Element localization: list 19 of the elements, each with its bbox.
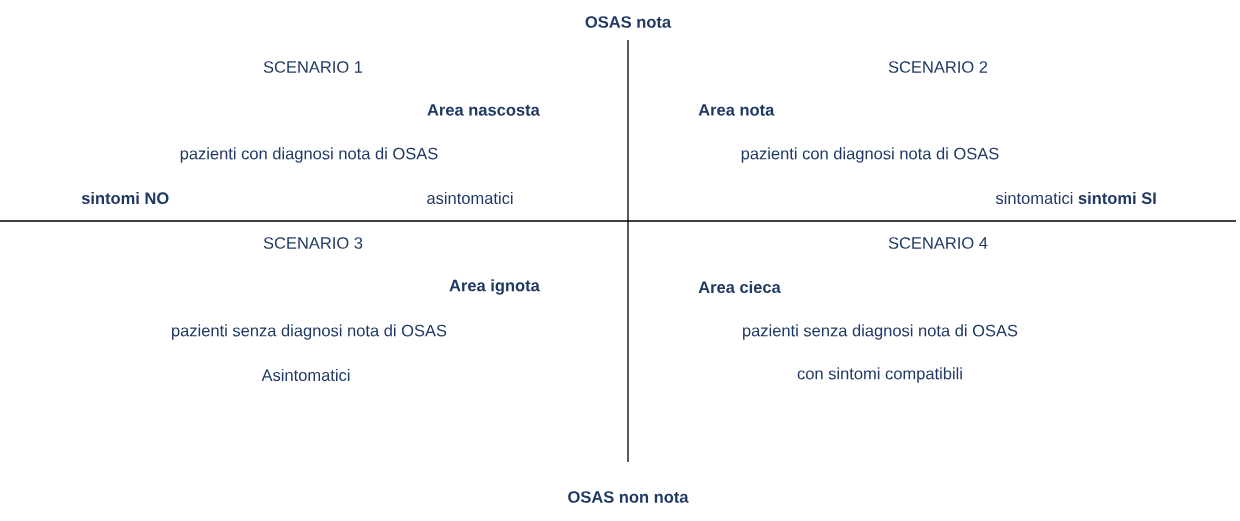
scenario-heading: SCENARIO 2 [888, 61, 988, 73]
description-text: con sintomi compatibili [797, 367, 962, 383]
description-text: pazienti con diagnosi nota di OSAS [741, 147, 999, 163]
axis-label: OSAS nota [585, 16, 672, 28]
symptom-label: Asintomatici [261, 368, 350, 382]
description-text: pazienti con diagnosi nota di OSAS [180, 147, 438, 163]
scenario-heading: SCENARIO 4 [888, 237, 988, 249]
symptom-label: sintomatici sintomi SI [995, 191, 1156, 205]
area-title: Area cieca [698, 280, 781, 294]
description-text: pazienti senza diagnosi nota di OSAS [172, 324, 447, 340]
area-title: Area ignota [449, 279, 540, 295]
description-text: pazienti senza diagnosi nota di OSAS [743, 324, 1018, 340]
axis-label: OSAS non nota [568, 491, 689, 503]
symptom-label: sintomi NO [81, 191, 169, 205]
scenario-heading: SCENARIO 3 [263, 237, 363, 249]
area-title: Area nota [698, 104, 775, 116]
scenario-heading: SCENARIO 1 [263, 61, 363, 73]
area-title: Area nascosta [427, 104, 540, 116]
symptom-label: asintomatici [427, 191, 513, 205]
